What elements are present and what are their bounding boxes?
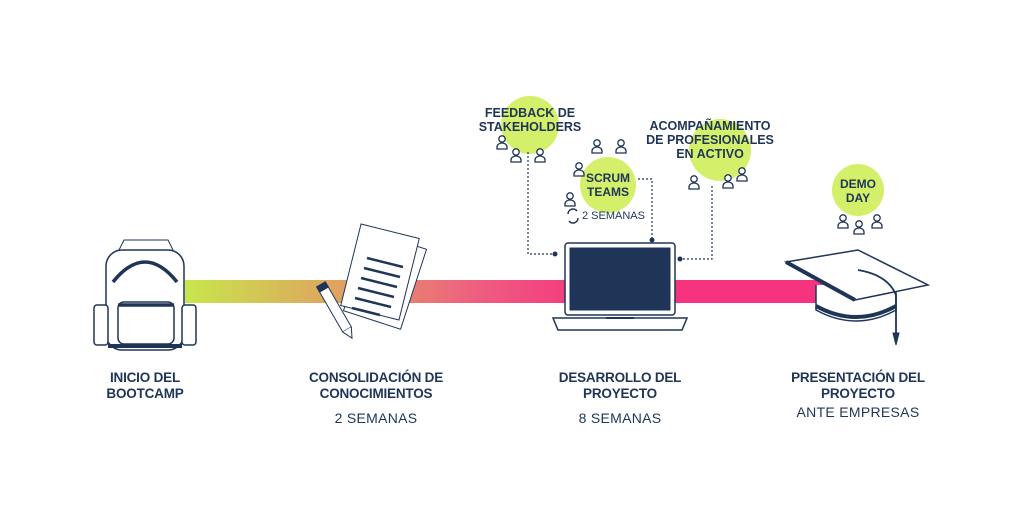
timeline-bar xyxy=(185,280,825,303)
scrum-cycle-label: 2 SEMANAS xyxy=(582,210,645,222)
laptop-icon xyxy=(551,242,689,331)
person-icon xyxy=(837,214,849,229)
feedback-bubble xyxy=(501,96,559,154)
demo-bubble xyxy=(832,164,884,216)
milestone-consolidation-duration: 2 SEMANAS xyxy=(334,410,418,426)
person-icon xyxy=(591,139,603,154)
mentoring-connector xyxy=(682,186,713,260)
person-icon xyxy=(736,167,748,182)
feedback-connector xyxy=(527,152,553,255)
person-icon xyxy=(534,148,546,163)
person-icon xyxy=(573,162,585,177)
cycle-arrows-icon xyxy=(567,208,579,224)
person-icon xyxy=(510,148,522,163)
connectors xyxy=(527,152,713,260)
mentoring-bubble xyxy=(689,119,751,181)
person-icon xyxy=(688,175,700,190)
person-icon xyxy=(853,220,865,235)
documents-pencil-icon xyxy=(315,223,428,340)
person-icon xyxy=(564,192,576,207)
person-icon xyxy=(496,135,508,150)
backpack-icon xyxy=(93,239,197,351)
scrum-bubble xyxy=(580,157,636,213)
person-icon xyxy=(871,214,883,229)
person-icon xyxy=(722,174,734,189)
people-icons xyxy=(496,135,883,235)
person-icon xyxy=(615,139,627,154)
graduation-cap-icon xyxy=(783,249,931,346)
milestone-presentation-duration: ANTE EMPRESAS xyxy=(796,404,920,420)
milestone-development-duration: 8 SEMANAS xyxy=(578,410,662,426)
scrum-connector xyxy=(638,178,653,238)
